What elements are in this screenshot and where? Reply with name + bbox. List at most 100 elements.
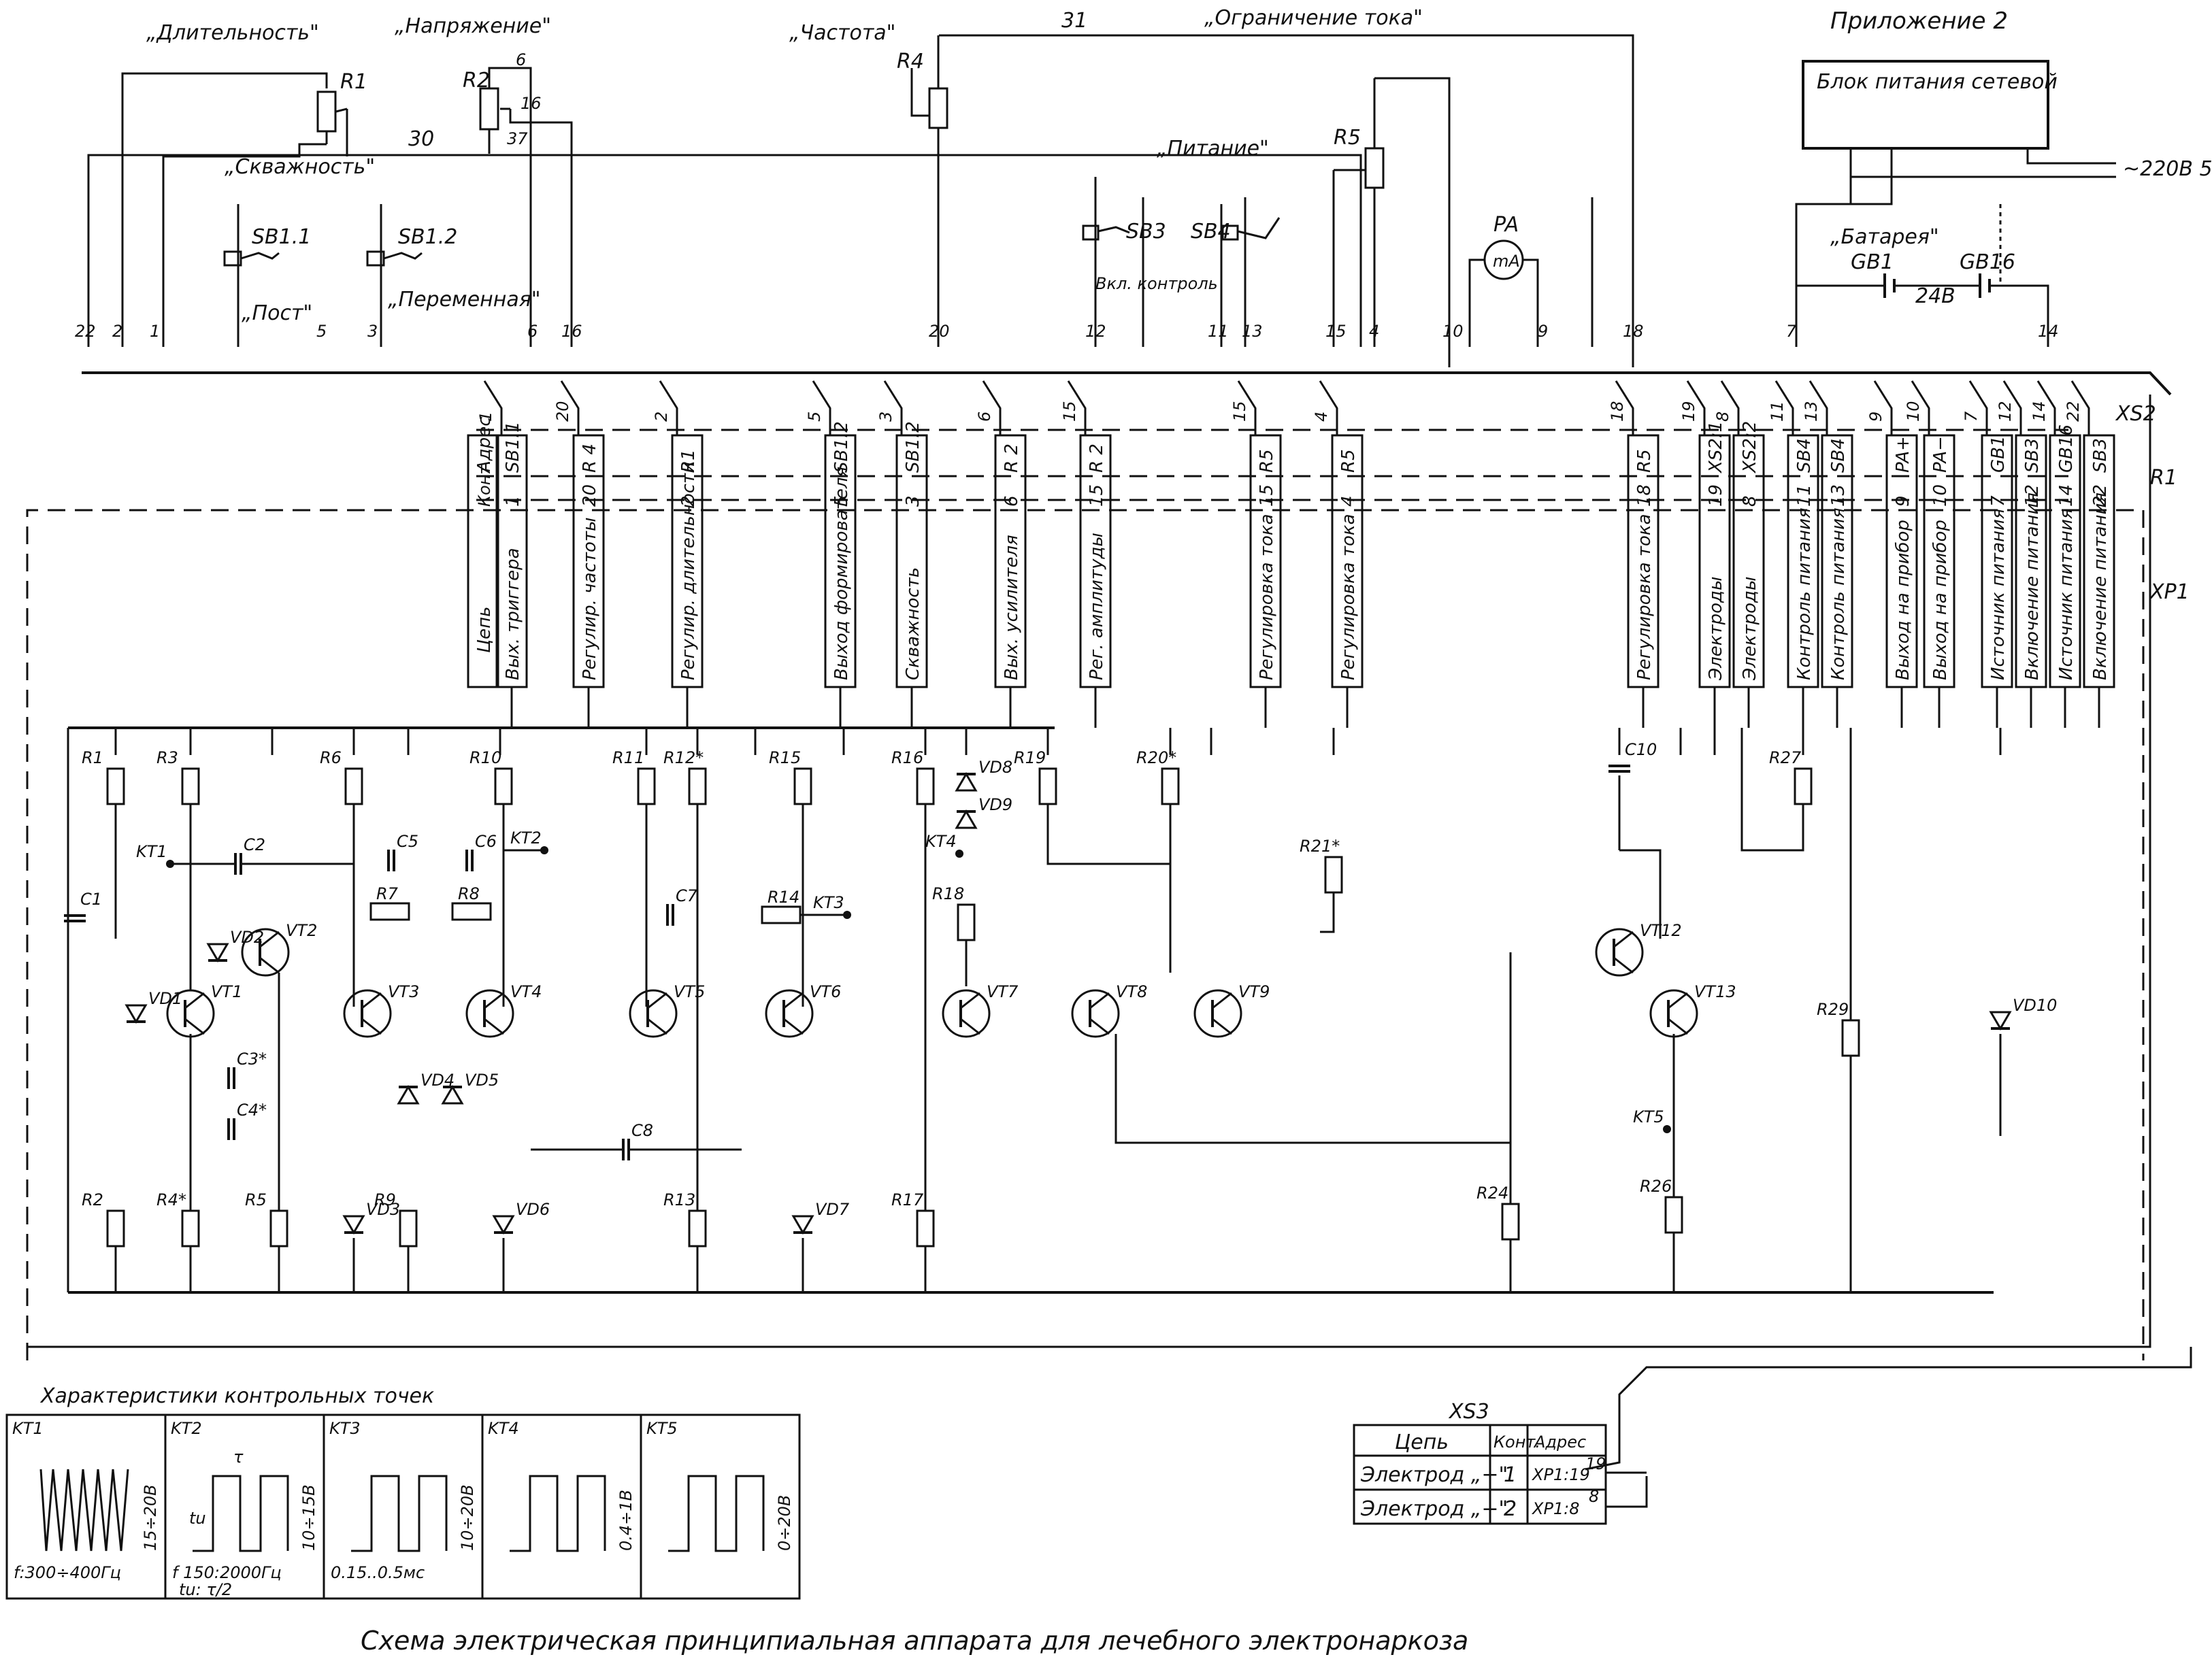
connector-addr: GB16 bbox=[2056, 424, 2077, 473]
transistor-emitter bbox=[361, 1018, 382, 1035]
resistor bbox=[761, 905, 802, 924]
wire-no-2: 2 bbox=[112, 322, 122, 341]
wire-no-15: 15 bbox=[1325, 322, 1347, 341]
resistor-label: R5 bbox=[245, 1190, 267, 1209]
xs3-h-circuit: Цепь bbox=[1395, 1430, 1449, 1454]
harness bbox=[1142, 177, 1852, 367]
resistor-label: R1 bbox=[82, 748, 103, 767]
xs3-r1-circuit: Электрод „+" bbox=[1360, 1463, 1508, 1487]
wire-no-5: 5 bbox=[316, 322, 327, 341]
xs3-table: Цепь Конт. Адрес Электрод „+" 1 XP1:19 Э… bbox=[1353, 1424, 1648, 1525]
test-point-label: KT3 bbox=[813, 893, 844, 912]
kt-cell-value: 10÷15В bbox=[299, 1484, 318, 1551]
resistor bbox=[494, 767, 513, 805]
diode-label: VD3 bbox=[366, 1200, 400, 1219]
xs3-r1-addr: XP1:19 bbox=[1531, 1465, 1590, 1484]
pot-r5: R5 bbox=[1332, 77, 1451, 347]
connector-pin: 20 bbox=[580, 484, 600, 507]
resistor bbox=[916, 767, 935, 805]
transistor bbox=[1071, 989, 1120, 1038]
resistor-label: R9 bbox=[374, 1190, 396, 1209]
resistor bbox=[1841, 1019, 1860, 1057]
connector-pin: 7 bbox=[1988, 495, 2009, 507]
resistor bbox=[399, 1209, 418, 1248]
test-point-label: KT1 bbox=[136, 842, 167, 861]
connector-circuit: Скважность bbox=[903, 567, 923, 680]
connector-lead bbox=[1774, 380, 1794, 435]
xs3-r2-addr: XP1:8 bbox=[1531, 1499, 1580, 1518]
transistor-label: VT6 bbox=[810, 982, 841, 1001]
pot-r2: R2 6 16 37 bbox=[463, 50, 573, 347]
diode bbox=[206, 943, 229, 963]
connector-num: 20 bbox=[553, 401, 572, 422]
kt-cell-id: KT5 bbox=[646, 1419, 678, 1438]
connector-num: 15 bbox=[1230, 401, 1249, 422]
connector-lead bbox=[1237, 380, 1257, 435]
diode-label: VD1 bbox=[148, 989, 182, 1008]
resistor-label: R4* bbox=[156, 1190, 186, 1209]
transistor-emitter bbox=[1613, 956, 1634, 974]
capacitor-label: C6 bbox=[475, 832, 497, 851]
connector-circuit: Вых. триггера bbox=[503, 548, 523, 680]
transistor-emitter bbox=[647, 1018, 667, 1035]
connector-lead bbox=[2036, 380, 2056, 435]
switch-sb11: SB1.1 „Пост" bbox=[223, 204, 312, 347]
xs3-h-addr: Адрес bbox=[1533, 1433, 1586, 1452]
label-wire-30: 30 bbox=[408, 127, 434, 151]
transistor bbox=[765, 989, 814, 1038]
label-r5-top: R5 bbox=[1334, 126, 1361, 150]
board-dashed-upper bbox=[26, 509, 2145, 1360]
resistor-label: R29 bbox=[1817, 1000, 1849, 1019]
resistor bbox=[793, 767, 812, 805]
connector-pin: 19 bbox=[1706, 484, 1726, 507]
kt-cell-note: 0.15..0.5мс bbox=[331, 1563, 425, 1582]
connector-addr: R 2 bbox=[1087, 443, 1107, 473]
wire-no-4: 4 bbox=[1369, 322, 1379, 341]
connector-num: 22 bbox=[2064, 401, 2083, 422]
connector-num: 7 bbox=[1962, 411, 1981, 422]
transistor-emitter bbox=[960, 1018, 980, 1035]
kt-cell-tau: τ bbox=[233, 1447, 244, 1467]
kt-table-frame bbox=[5, 1413, 801, 1600]
connector-circuit: Контроль питания bbox=[1828, 507, 1849, 680]
diode bbox=[955, 772, 978, 792]
transistor bbox=[1193, 989, 1242, 1038]
resistor-label: R6 bbox=[320, 748, 342, 767]
resistor-label: R27 bbox=[1769, 748, 1802, 767]
connector-circuit: Выход на прибор bbox=[1930, 520, 1951, 680]
transistor bbox=[241, 928, 290, 977]
connector-addr: R 2 bbox=[1002, 443, 1022, 473]
test-point-label: KT5 bbox=[1633, 1107, 1664, 1126]
connector-circuit: Рег. амплитуды bbox=[1087, 533, 1107, 680]
xs3-r2-circuit: Электрод „−" bbox=[1360, 1497, 1508, 1521]
transistor-label: VT4 bbox=[510, 982, 542, 1001]
connector-addr: SB1.2 bbox=[831, 421, 852, 473]
connector-num: 1 bbox=[476, 412, 495, 422]
connector-pin: 5 bbox=[831, 495, 852, 507]
diode bbox=[791, 1215, 814, 1235]
xs3-wire-19: 19 bbox=[1585, 1454, 1606, 1473]
test-point-label: KT2 bbox=[510, 828, 542, 848]
transistor-collector bbox=[184, 992, 205, 1009]
battery-pack: GB1 GB16 24В bbox=[1795, 148, 2049, 347]
connector-addr: R 4 bbox=[580, 443, 600, 473]
connector-pin: 15 bbox=[1257, 484, 1277, 507]
connector-pin: 15 bbox=[1087, 484, 1107, 507]
label-mains: ~220В 50Гц bbox=[2123, 157, 2212, 181]
label-duty: „Скважность" bbox=[225, 155, 375, 179]
resistor bbox=[369, 902, 410, 921]
kt-waveform bbox=[39, 1469, 129, 1552]
connector-num: 15 bbox=[1060, 401, 1079, 422]
connector-num: 10 bbox=[1904, 401, 1923, 422]
connector-lead bbox=[1873, 380, 1893, 435]
label-r1-top: R1 bbox=[340, 70, 367, 94]
wire-no-16: 16 bbox=[561, 322, 582, 341]
connector-circuit: Регулировка тока bbox=[1257, 514, 1277, 680]
transistor-emitter bbox=[259, 956, 280, 974]
connector-lead bbox=[883, 380, 903, 435]
label-appendix: Приложение 2 bbox=[1830, 7, 2008, 35]
connector-pin: 10 bbox=[1930, 484, 1951, 507]
resistor bbox=[344, 767, 363, 805]
kt-cell-value: 0÷20В bbox=[775, 1495, 794, 1551]
